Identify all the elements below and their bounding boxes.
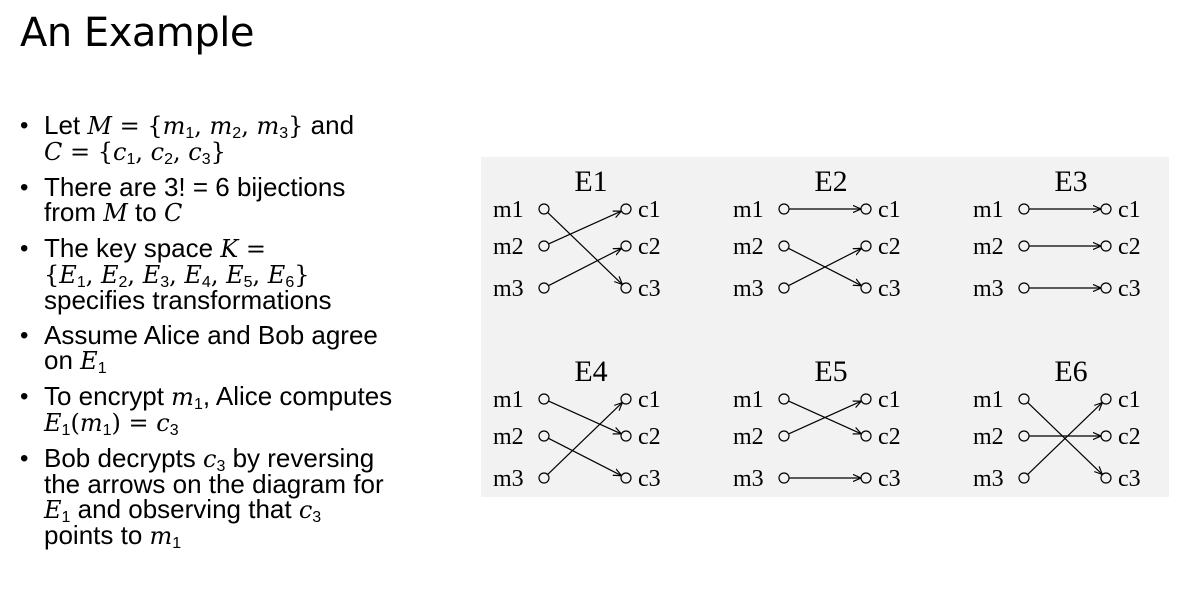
mapping-arrow [548,248,621,287]
slide-title: An Example [20,10,254,56]
cipher-label: c2 [638,424,661,450]
panel-title-e4: E4 [574,355,607,388]
cipher-label: c3 [1118,276,1141,302]
cipher-label: c2 [638,234,661,260]
message-node [1018,472,1030,484]
mapping-arrow [547,402,623,475]
cipher-label: c3 [1118,466,1141,492]
message-label: m2 [493,234,524,260]
cipher-label: c2 [1118,234,1141,260]
cipher-label: c3 [638,276,661,302]
mapping-arrow [548,400,622,434]
message-node [1018,203,1030,215]
message-node [538,203,550,215]
cipher-node [860,240,872,252]
cipher-node [620,430,632,442]
cipher-node [620,393,632,405]
cipher-label: c1 [1118,197,1141,223]
mapping-arrow [1027,402,1103,475]
panel-title-e6: E6 [1054,355,1087,388]
cipher-node [860,393,872,405]
message-node [778,472,790,484]
message-label: m3 [973,276,1004,302]
cipher-label: c1 [638,387,661,413]
message-label: m3 [973,466,1004,492]
mapping-arrow [548,437,621,475]
cipher-node [860,430,872,442]
cipher-label: c1 [878,197,901,223]
message-node [1018,430,1030,442]
panel-title-e2: E2 [814,165,847,198]
cipher-node [1100,393,1112,405]
message-label: m3 [493,276,524,302]
message-node [778,430,790,442]
cipher-node [860,472,872,484]
message-label: m1 [493,387,524,413]
message-label: m1 [973,197,1004,223]
message-label: m3 [733,466,764,492]
mapping-arrow [788,248,861,287]
bullet-key-space: The key space K = {E1, E2, E3, E4, E5, E… [18,235,478,313]
message-label: m1 [733,197,764,223]
bullet-bijections: There are 3! = 6 bijections from M to C [18,174,478,226]
cipher-node [1100,203,1112,215]
message-node [538,282,550,294]
bullet-encrypt: To encrypt m1, Alice computes E1(m1) = c… [18,383,478,439]
mapping-arrow [788,401,862,435]
message-node [538,472,550,484]
bullet-decrypt: Bob decrypts c3 by reversing the arrows … [18,445,478,552]
cipher-node [1100,472,1112,484]
cipher-label: c3 [638,466,661,492]
message-node [778,203,790,215]
bullet-message-cipher-sets: Let M = {m1, m2, m3} and C = {c1, c2, c3… [18,112,478,168]
cipher-node [1100,240,1112,252]
bijection-diagram: E1 m1 c1 m2 c2 m3 c3 E2 m1 c1 m2 c2 m3 c3 E3 m1 c1 m2 c2 m3… [481,157,1169,497]
message-label: m1 [973,387,1004,413]
message-node [778,393,790,405]
message-label: m3 [733,276,764,302]
bullet-alice-bob-agree: Assume Alice and Bob agree on E1 [18,322,478,377]
message-node [538,430,550,442]
message-label: m2 [973,234,1004,260]
message-label: m1 [493,197,524,223]
message-node [1018,282,1030,294]
message-node [1018,240,1030,252]
cipher-label: c1 [1118,387,1141,413]
cipher-node [620,240,632,252]
cipher-label: c2 [1118,424,1141,450]
message-label: m2 [733,424,764,450]
message-node [778,282,790,294]
message-label: m2 [493,424,524,450]
mapping-arrow [548,211,622,245]
cipher-label: c2 [878,424,901,450]
message-node [1018,393,1030,405]
cipher-node [620,203,632,215]
cipher-node [620,282,632,294]
cipher-label: c1 [878,387,901,413]
bullet-list: Let M = {m1, m2, m3} and C = {c1, c2, c3… [18,112,478,559]
cipher-label: c3 [878,466,901,492]
message-node [538,393,550,405]
cipher-node [1100,282,1112,294]
cipher-label: c2 [878,234,901,260]
panel-title-e3: E3 [1054,165,1087,198]
panel-title-e5: E5 [814,355,847,388]
cipher-node [860,282,872,294]
message-label: m1 [733,387,764,413]
message-label: m2 [973,424,1004,450]
message-node [538,240,550,252]
message-label: m3 [493,466,524,492]
cipher-label: c1 [638,197,661,223]
message-node [778,240,790,252]
cipher-label: c3 [878,276,901,302]
cipher-node [620,472,632,484]
message-label: m2 [733,234,764,260]
cipher-node [860,203,872,215]
panel-title-e1: E1 [574,165,607,198]
cipher-node [1100,430,1112,442]
mapping-arrow [547,212,623,284]
